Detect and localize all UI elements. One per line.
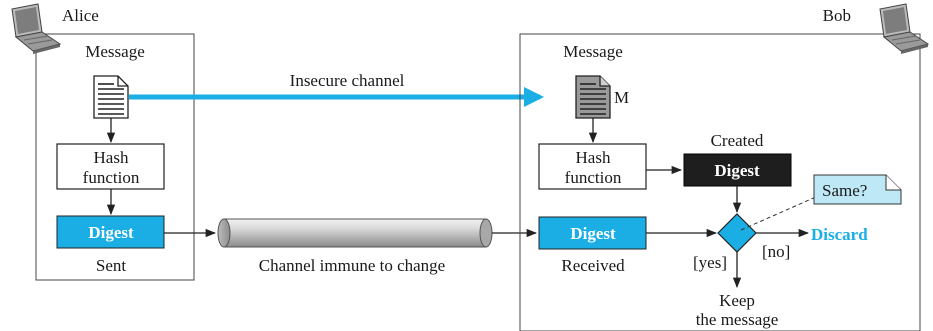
bob-hash-line1: Hash	[576, 148, 611, 167]
keep-line1: Keep	[719, 291, 755, 310]
bob-message-symbol: M	[614, 88, 629, 107]
yes-label: [yes]	[693, 253, 727, 272]
immune-channel-pipe	[217, 218, 493, 248]
bob-frame	[519, 33, 921, 331]
callout-leader	[740, 195, 819, 231]
alice-digest-label: Digest	[88, 223, 134, 242]
alice-label: Alice	[62, 6, 99, 25]
bob-received-digest-label: Digest	[570, 224, 616, 243]
bob-created-digest-label: Digest	[714, 161, 760, 180]
bob-created-label: Created	[711, 131, 764, 150]
bob-hash-box	[538, 143, 647, 190]
bob-received-digest-box	[538, 216, 647, 250]
document-icon	[575, 75, 611, 119]
decision-diamond	[717, 213, 757, 253]
bob-hash-line2: function	[565, 168, 622, 187]
alice-sent-label: Sent	[96, 256, 127, 275]
keep-line2: the message	[696, 310, 779, 329]
laptop-icon	[879, 3, 930, 54]
document-icon	[93, 75, 129, 119]
alice-frame	[35, 33, 195, 281]
bob-message-label: Message	[563, 42, 622, 61]
insecure-channel-label: Insecure channel	[290, 71, 405, 90]
alice-message-label: Message	[85, 42, 144, 61]
no-label: [no]	[762, 242, 790, 261]
discard-label: Discard	[811, 225, 868, 244]
alice-hash-line1: Hash	[94, 148, 129, 167]
same-callout-text: Same?	[822, 181, 867, 200]
bob-label: Bob	[823, 6, 851, 25]
laptop-icon	[11, 3, 62, 54]
alice-digest-box	[56, 215, 165, 249]
same-callout	[813, 174, 902, 205]
bob-received-label: Received	[561, 256, 625, 275]
immune-channel-label: Channel immune to change	[259, 256, 445, 275]
bob-created-digest-box	[683, 153, 792, 187]
alice-hash-line2: function	[83, 168, 140, 187]
